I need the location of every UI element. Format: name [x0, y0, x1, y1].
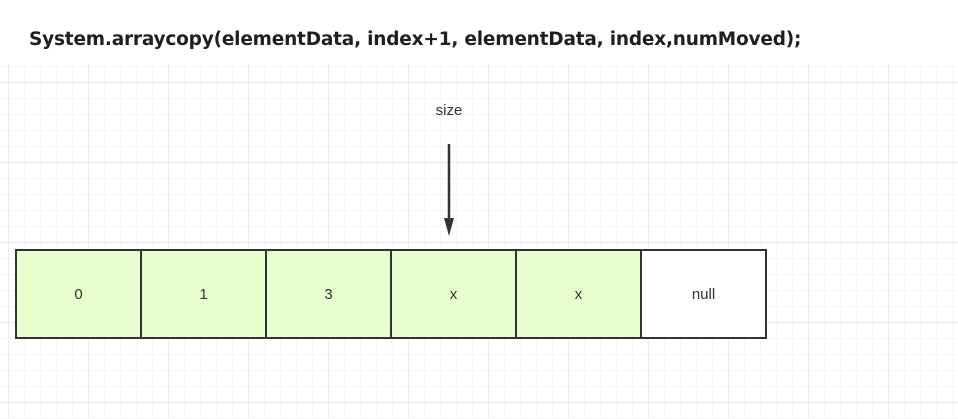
array-cell-2: 3 — [267, 251, 392, 337]
array-cell-0: 0 — [17, 251, 142, 337]
array-cell-5: null — [642, 251, 765, 337]
array-cell-3: x — [392, 251, 517, 337]
array-cell-4: x — [517, 251, 642, 337]
array-cell-1: 1 — [142, 251, 267, 337]
size-pointer-label: size — [435, 102, 463, 119]
array-container: 0 1 3 x x null — [15, 249, 767, 339]
size-pointer-arrow — [444, 144, 454, 236]
code-title: System.arraycopy(elementData, index+1, e… — [0, 0, 958, 64]
